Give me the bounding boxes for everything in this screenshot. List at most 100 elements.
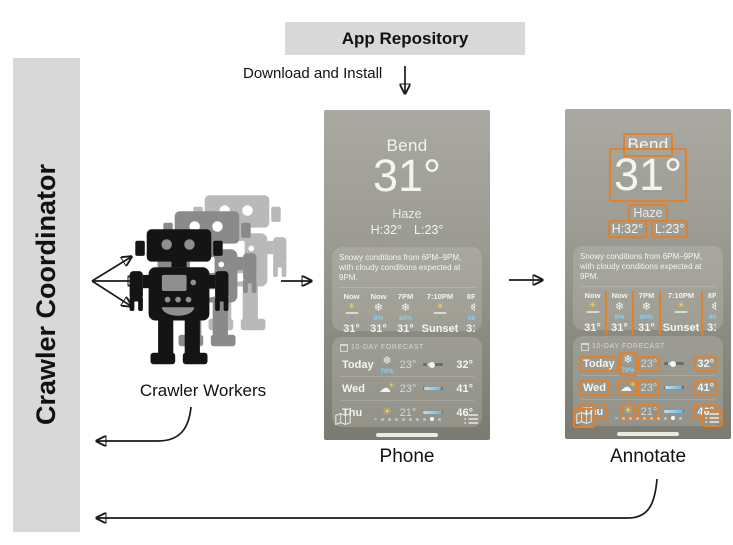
annotate-label: Annotate: [609, 446, 687, 467]
daily-day: Today: [583, 357, 615, 370]
page-dot: [628, 416, 632, 420]
page-dot: [387, 417, 391, 421]
daily-day: Wed: [583, 381, 607, 394]
page-dots: [374, 417, 441, 421]
hourly-precip: 60%: [467, 315, 475, 322]
hourly-precip: 60%: [708, 314, 716, 321]
hourly-temp: Sunset: [421, 323, 459, 335]
weather-summary: Snowy conditions from 6PM–9PM, with clou…: [580, 252, 716, 287]
hourly-item: 7PM 60% 31°: [634, 291, 659, 335]
daily-day: Today: [342, 358, 374, 371]
daily-day: Wed: [342, 382, 366, 395]
page-dot: [380, 417, 384, 421]
low-temp-text: L:23°: [655, 222, 685, 236]
sunset-icon: [432, 302, 448, 315]
hourly-item: 8PM 60% 31°: [703, 291, 716, 335]
phone-bottom-bar: [575, 410, 721, 426]
list-icon: [463, 412, 480, 426]
crawler-worker-robot: [129, 229, 229, 365]
page-dot: [663, 416, 667, 420]
bar-fill: [665, 386, 682, 389]
daily-high-temp: 41°: [456, 382, 473, 395]
hourly-temp: Sunset: [662, 322, 700, 334]
list-icon: [704, 411, 721, 425]
temperature-range-bar: [664, 386, 684, 389]
partly-cloudy-icon: [379, 380, 395, 395]
hourly-item: 7:10PM Sunset: [661, 291, 701, 335]
daily-low-temp: 23°: [640, 357, 658, 370]
page-dot: [642, 416, 646, 420]
sunrise-icon: [344, 302, 360, 315]
page-dot: [635, 416, 639, 420]
daily-high-temp: 41°: [697, 381, 714, 394]
hourly-item: 8PM 60% 31°: [462, 292, 475, 336]
bar-fill: [664, 410, 684, 413]
daily-row: Wed 23° 41°: [340, 376, 474, 400]
hourly-time: 7:10PM: [667, 291, 695, 300]
hourly-item: Now 8% 31°: [607, 291, 632, 335]
daily-icon-cell: 78%: [621, 354, 634, 374]
weather-temperature: 31°: [565, 150, 731, 200]
hourly-time: Now: [611, 291, 628, 300]
daily-icon-cell: [620, 379, 636, 394]
hourly-time: 7PM: [638, 291, 655, 300]
hourly-temp: 31°: [584, 322, 601, 334]
condition-text: Haze: [392, 207, 422, 221]
daily-day: Thu: [342, 406, 363, 419]
page-dot: [374, 417, 377, 421]
crawler-coordinator-box: Crawler Coordinator: [13, 58, 80, 532]
page-dot: [678, 416, 682, 420]
page-dot: [429, 417, 434, 421]
forecast-header: 10-DAY FORECAST: [581, 341, 715, 352]
snow-icon: [711, 301, 716, 314]
snow-icon: [623, 354, 632, 367]
weather-condition: Haze: [324, 207, 490, 221]
snow-icon: [401, 302, 410, 315]
hourly-time: 8PM: [707, 291, 716, 300]
hourly-item: Now 31°: [339, 292, 364, 336]
page-dot: [394, 417, 398, 421]
hourly-item: 7PM 60% 31°: [393, 292, 418, 336]
daily-icon-cell: 78%: [380, 355, 393, 375]
weather-city: Bend: [324, 136, 490, 156]
phone-screenshot: Bend 31° Haze H:32°L:23° Snowy condition…: [324, 110, 490, 440]
robot-symbol: [129, 195, 287, 365]
high-temp-text: H:32°: [611, 222, 644, 236]
bar-current-dot: [670, 360, 677, 367]
hourly-precip: 8%: [373, 315, 384, 322]
page-dot: [670, 416, 675, 420]
hourly-time: 7:10PM: [426, 292, 454, 301]
calendar-icon: [581, 342, 589, 351]
page-dots: [615, 416, 682, 420]
page-dot: [422, 417, 426, 421]
phone-label: Phone: [379, 446, 435, 467]
hourly-temp: 31°: [343, 323, 360, 335]
bar-fill: [424, 387, 441, 390]
daily-low-temp: 23°: [399, 358, 417, 371]
high-temp-text: H:32°: [370, 223, 403, 237]
daily-row: Today 78% 23° 32°: [581, 352, 715, 375]
home-indicator: [617, 432, 679, 436]
temperature-range-bar: [423, 411, 443, 414]
daily-precip: 78%: [380, 367, 394, 375]
download-install-label: Download and Install: [243, 65, 383, 82]
page-dot: [408, 417, 412, 421]
temperature-text: 31°: [611, 150, 685, 200]
daily-low-temp: 21°: [399, 406, 417, 419]
page-dot: [656, 416, 660, 420]
temperature-range-bar: [664, 360, 684, 367]
hourly-temp: 31°: [611, 322, 628, 334]
crawler-workers-illustration: [129, 195, 287, 365]
home-indicator: [376, 433, 438, 437]
page-dot: [621, 416, 625, 420]
hourly-forecast-panel: Snowy conditions from 6PM–9PM, with clou…: [573, 246, 723, 334]
daily-icon-cell: [379, 380, 395, 395]
weather-condition: Haze: [565, 206, 731, 220]
hourly-time: Now: [584, 291, 601, 300]
daily-row: Wed 23° 41°: [581, 375, 715, 399]
daily-low-temp: 23°: [640, 381, 658, 394]
hourly-temp: 31°: [370, 323, 387, 335]
arrow-annotate-return: [97, 478, 658, 518]
temperature-range-bar: [664, 410, 684, 413]
temperature-text: 31°: [372, 150, 442, 201]
